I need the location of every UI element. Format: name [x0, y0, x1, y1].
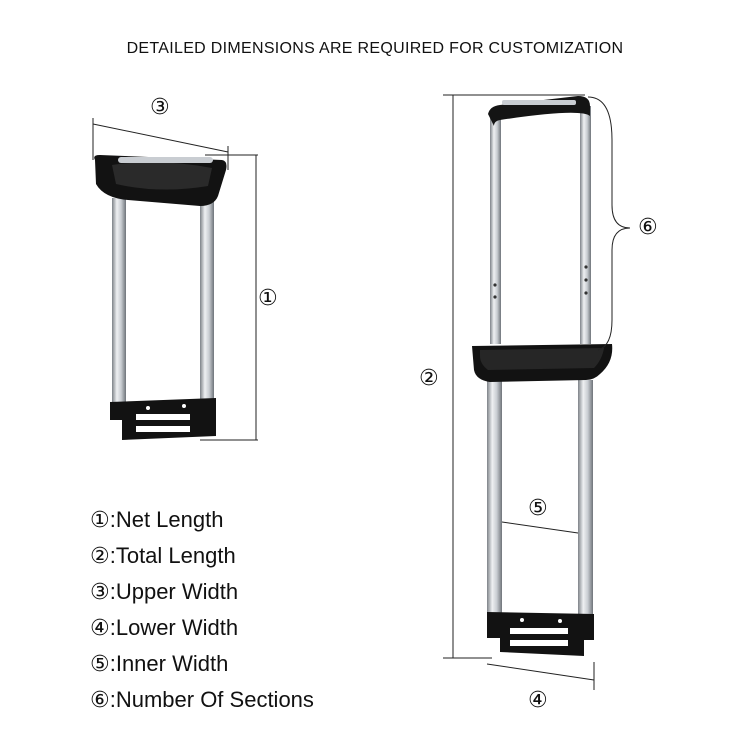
right-trolley-handle: [443, 94, 631, 690]
dim-lower-width-line: [486, 663, 595, 681]
right-lower-tube-right: [578, 380, 593, 616]
right-lower-tube-left: [487, 380, 502, 616]
marker-upper-width: ③: [150, 95, 170, 120]
dim-upper-width-line: [92, 123, 229, 153]
right-upper-tube-left: [490, 112, 501, 344]
legend-upper-width: ③:Upper Width: [90, 579, 239, 604]
legend-lower-width: ④:Lower Width: [90, 615, 239, 640]
legend-total-length: ②:Total Length: [90, 543, 236, 568]
dim-inner-width-line: [501, 521, 579, 534]
dimension-legend: ①:Net Length ②:Total Length ③:Upper Widt…: [90, 506, 314, 722]
marker-inner-width: ⑤: [528, 496, 548, 521]
left-tube-left: [112, 198, 126, 404]
marker-total-length: ②: [419, 366, 439, 391]
dim-sections-brace: [587, 96, 631, 351]
marker-net-length: ①: [258, 286, 278, 311]
legend-inner-width: ⑤:Inner Width: [90, 651, 229, 676]
legend-net-length: ①:Net Length: [90, 507, 224, 532]
marker-lower-width: ④: [528, 688, 548, 713]
right-upper-tube-right: [580, 106, 591, 344]
left-tube-right: [200, 198, 214, 404]
legend-number-of-sections: ⑥:Number Of Sections: [90, 687, 314, 712]
marker-sections: ⑥: [638, 215, 658, 240]
page-title: DETAILED DIMENSIONS ARE REQUIRED FOR CUS…: [126, 40, 624, 57]
left-trolley-handle: [92, 118, 258, 441]
